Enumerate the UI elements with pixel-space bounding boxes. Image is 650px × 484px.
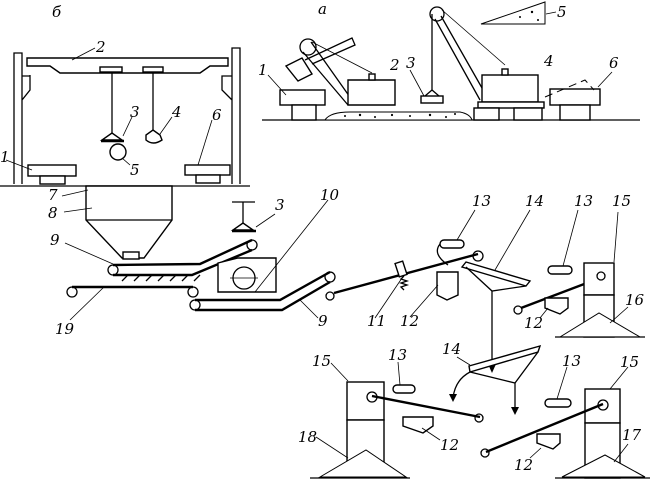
label-16: 16 bbox=[625, 291, 645, 309]
section-a-open-yard: а bbox=[258, 0, 640, 121]
leader-2 bbox=[71, 47, 96, 61]
leader-4 bbox=[159, 116, 173, 135]
leader-5 bbox=[121, 157, 131, 166]
crawler-crane bbox=[429, 6, 545, 121]
label-3: 3 bbox=[130, 103, 140, 121]
stockpile-5 bbox=[480, 1, 546, 25]
label-14a: 14 bbox=[525, 192, 544, 210]
railcar-6-bogie bbox=[195, 174, 221, 184]
crane-trolley-1 bbox=[99, 66, 123, 73]
baling-press-15-right bbox=[584, 388, 621, 424]
railcar-1 bbox=[27, 164, 77, 177]
crane-trolley-2 bbox=[142, 66, 164, 73]
yard-railcar-1-bogie bbox=[291, 104, 317, 121]
label-9a: 9 bbox=[50, 231, 60, 249]
suspended-magnet bbox=[230, 222, 256, 231]
bunker-hopper bbox=[85, 185, 173, 259]
label-1a: 1 bbox=[258, 61, 268, 79]
bale-pile-16 bbox=[558, 312, 642, 338]
scrap-shear-press bbox=[217, 257, 277, 293]
metal-detector bbox=[394, 260, 408, 278]
scrap-pile-yard bbox=[324, 111, 473, 121]
label-3a: 3 bbox=[406, 54, 416, 72]
building-column-right bbox=[221, 47, 241, 184]
scrap-ball bbox=[109, 143, 127, 161]
label-4: 4 bbox=[171, 103, 182, 121]
grab-bucket bbox=[145, 129, 163, 144]
label-12a: 12 bbox=[400, 312, 419, 330]
bale-pile-17 bbox=[561, 454, 646, 478]
yard-railcar-6-bogie bbox=[559, 104, 591, 121]
label-13b: 13 bbox=[574, 192, 593, 210]
label-1: 1 bbox=[0, 148, 10, 166]
lifting-magnet bbox=[99, 132, 125, 141]
small-conveyor-13b bbox=[547, 265, 573, 275]
container-12b bbox=[544, 297, 569, 315]
container-12c bbox=[402, 416, 434, 434]
feeder-teeth bbox=[121, 274, 201, 282]
conveyor-line: 7 8 9 3 10 19 9 bbox=[48, 185, 650, 479]
small-conveyor-13 bbox=[439, 239, 465, 249]
label-13c: 13 bbox=[388, 346, 407, 364]
label-15c: 15 bbox=[620, 353, 639, 371]
label-10: 10 bbox=[320, 186, 340, 204]
label-13a: 13 bbox=[472, 192, 491, 210]
building-column-left bbox=[13, 52, 31, 184]
section-label-b: б bbox=[52, 3, 62, 21]
leader-3 bbox=[122, 116, 133, 137]
label-12d: 12 bbox=[514, 456, 533, 474]
label-3c: 3 bbox=[275, 196, 285, 214]
yard-magnet bbox=[420, 95, 444, 104]
leader-1 bbox=[5, 159, 33, 171]
label-5: 5 bbox=[130, 161, 140, 179]
small-conveyor-13c bbox=[392, 384, 416, 394]
railcar-6 bbox=[184, 164, 231, 176]
label-12c: 12 bbox=[440, 436, 459, 454]
label-15b: 15 bbox=[312, 352, 331, 370]
label-9b: 9 bbox=[318, 312, 328, 330]
label-2a: 2 bbox=[389, 56, 400, 74]
label-17: 17 bbox=[622, 426, 642, 444]
label-5a: 5 bbox=[557, 3, 567, 21]
railcar-1-bogie bbox=[39, 175, 66, 185]
tipping-outline bbox=[544, 79, 595, 98]
label-11: 11 bbox=[367, 312, 386, 330]
label-7: 7 bbox=[48, 186, 58, 204]
label-19: 19 bbox=[55, 320, 75, 338]
label-12b: 12 bbox=[524, 314, 543, 332]
inclined-conveyor bbox=[195, 270, 331, 312]
gantry-crane-beam bbox=[26, 57, 229, 74]
label-4a: 4 bbox=[543, 52, 554, 70]
label-8: 8 bbox=[48, 204, 58, 222]
vibrating-screen-lower bbox=[468, 344, 542, 373]
label-6: 6 bbox=[212, 106, 222, 124]
label-2: 2 bbox=[95, 38, 106, 56]
label-6a: 6 bbox=[609, 54, 619, 72]
label-13d: 13 bbox=[562, 352, 581, 370]
small-conveyor-13d bbox=[544, 398, 572, 408]
section-label-a: а bbox=[318, 0, 327, 18]
label-15a: 15 bbox=[612, 192, 631, 210]
baling-press-15-left bbox=[346, 381, 385, 421]
vibrating-screen bbox=[460, 261, 532, 287]
scrap-container bbox=[436, 271, 459, 301]
section-b-indoor-hall: б 2 3 4 5 bbox=[0, 3, 250, 187]
excavator bbox=[284, 37, 396, 106]
container-12d bbox=[536, 433, 561, 450]
leader-6 bbox=[197, 119, 213, 166]
pile-texture bbox=[344, 113, 456, 118]
yard-railcar-1 bbox=[279, 89, 326, 106]
label-14b: 14 bbox=[442, 340, 461, 358]
bale-pile-18 bbox=[318, 449, 408, 478]
label-18: 18 bbox=[298, 428, 317, 446]
